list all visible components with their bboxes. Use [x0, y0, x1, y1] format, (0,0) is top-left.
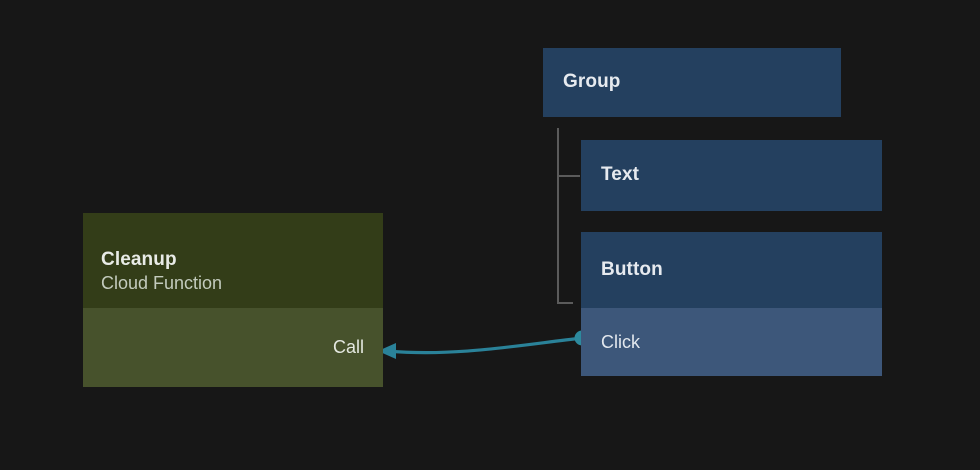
node-group[interactable]: Group	[543, 48, 841, 117]
node-cleanup-port-call[interactable]: Call	[83, 308, 383, 387]
node-cleanup-header: Cleanup Cloud Function	[83, 213, 383, 308]
node-group-title: Group	[563, 71, 621, 93]
node-cleanup-subtitle: Cloud Function	[101, 272, 223, 293]
tree-guide-vertical	[557, 128, 559, 304]
node-text-header: Text	[581, 140, 882, 211]
port-label-call: Call	[332, 337, 364, 357]
connection-wire-click-to-call	[386, 336, 584, 355]
node-group-header: Group	[543, 48, 841, 117]
port-label-click: Click	[601, 331, 640, 352]
node-text-title: Text	[601, 164, 640, 186]
tree-guide-stub-button	[557, 302, 573, 304]
node-button-title: Button	[601, 258, 663, 280]
node-cleanup[interactable]: Cleanup Cloud Function Call	[83, 213, 383, 387]
node-button-port-click[interactable]: Click	[581, 308, 882, 376]
node-text[interactable]: Text	[581, 140, 882, 211]
node-cleanup-title: Cleanup	[101, 248, 177, 270]
node-button[interactable]: Button Click	[581, 232, 882, 376]
tree-guide-stub-text	[557, 175, 580, 177]
node-button-header: Button	[581, 232, 882, 308]
